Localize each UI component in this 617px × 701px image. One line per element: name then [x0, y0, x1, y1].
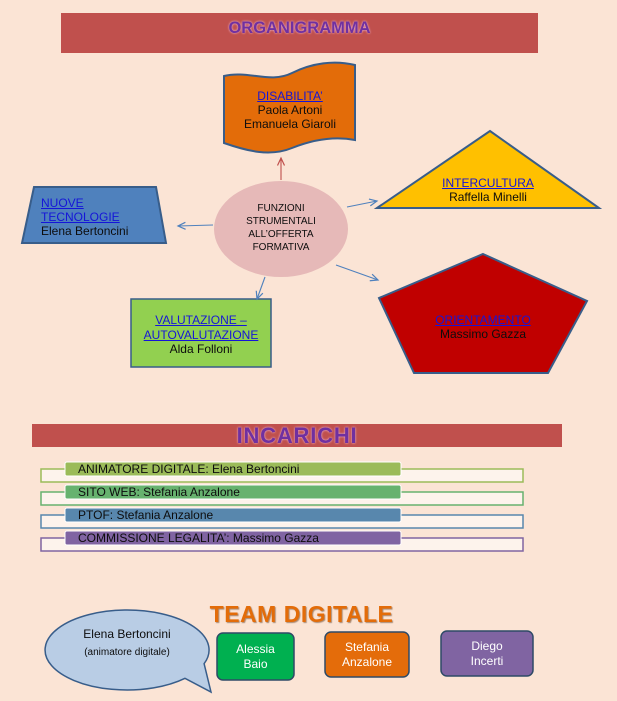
member-box-diego-incerti — [440, 630, 534, 677]
incarico-row-bar — [64, 461, 402, 477]
incarico-text: PTOF: Stefania Anzalone — [78, 508, 214, 522]
coordinator-label-group: Elena Bertoncini (animatore digitale) — [60, 627, 194, 659]
orientamento-pentagon — [377, 252, 589, 374]
page-title: ORGANIGRAMMA — [228, 19, 371, 37]
incarico-text: COMMISSIONE LEGALITA’: Massimo Gazza — [78, 531, 319, 545]
intercultura-triangle — [373, 129, 603, 209]
connector-arrow-to-nuove-tecnologie — [176, 221, 214, 230]
member-box-alessia-baio — [216, 632, 295, 681]
member-label-stefania-anzalone: Stefania Anzalone — [325, 640, 409, 670]
incarichi-banner — [32, 424, 562, 447]
disabilita-label-group: DISABILITA’ Paola Artoni Emanuela Giarol… — [225, 89, 355, 131]
orientamento-person: Massimo Gazza — [439, 327, 527, 341]
incarico-row-bar — [64, 507, 402, 523]
incarico-text: ANIMATORE DIGITALE: Elena Bertoncini — [78, 462, 300, 476]
center-node-label: FUNZIONI STRUMENTALI ALL’OFFERTA FORMATI… — [246, 203, 316, 253]
member-label-diego-incerti: Diego Incerti — [441, 639, 533, 669]
nuove-tecnologie-label-group: NUOVE TECNOLOGIE Elena Bertoncini — [41, 196, 141, 238]
intercultura-label-group: INTERCULTURA Raffella Minelli — [428, 176, 548, 204]
nuove-tecnologie-link[interactable]: NUOVE TECNOLOGIE — [41, 196, 120, 224]
orientamento-link[interactable]: ORIENTAMENTO — [435, 313, 531, 327]
incarico-row-bar — [64, 484, 402, 500]
disabilita-link[interactable]: DISABILITA’ — [257, 89, 323, 103]
member-name: Diego Incerti — [470, 639, 504, 668]
member-name: Alessia Baio — [236, 642, 275, 671]
orientamento-label-group: ORIENTAMENTO Massimo Gazza — [423, 313, 543, 341]
connector-arrow-to-valutazione — [255, 276, 266, 301]
valutazione-box — [130, 298, 272, 368]
intercultura-link[interactable]: INTERCULTURA — [442, 176, 534, 190]
center-node-ellipse — [214, 181, 348, 277]
coordinator-name: Elena Bertoncini — [83, 627, 171, 641]
organigramma-banner — [61, 13, 538, 53]
incarico-row-bar — [64, 530, 402, 546]
disabilita-wave-shape — [223, 61, 356, 154]
coordinator-role: (animatore digitale) — [84, 647, 170, 658]
incarichi-title: INCARICHI — [236, 423, 358, 448]
nuove-tecnologie-trapezoid — [20, 186, 168, 244]
intercultura-person: Raffella Minelli — [449, 190, 527, 204]
valutazione-person: Alda Folloni — [169, 342, 233, 356]
member-name: Stefania Anzalone — [341, 640, 393, 669]
valutazione-label-group: VALUTAZIONE – AUTOVALUTAZIONE Alda Follo… — [135, 313, 267, 357]
connector-arrow-to-orientamento — [335, 264, 380, 282]
incarico-text: SITO WEB: Stefania Anzalone — [78, 485, 240, 499]
nuove-tecnologie-person: Elena Bertoncini — [41, 224, 129, 238]
member-box-stefania-anzalone — [324, 631, 410, 678]
connector-arrow-to-intercultura — [346, 198, 379, 208]
team-digitale-title: TEAM DIGITALE — [209, 601, 394, 627]
valutazione-link[interactable]: VALUTAZIONE – AUTOVALUTAZIONE — [143, 313, 259, 342]
disabilita-person: Paola Artoni — [257, 103, 323, 117]
member-label-alessia-baio: Alessia Baio — [217, 642, 294, 672]
coordinator-speech-bubble — [44, 609, 213, 694]
disabilita-person: Emanuela Giaroli — [243, 117, 337, 131]
